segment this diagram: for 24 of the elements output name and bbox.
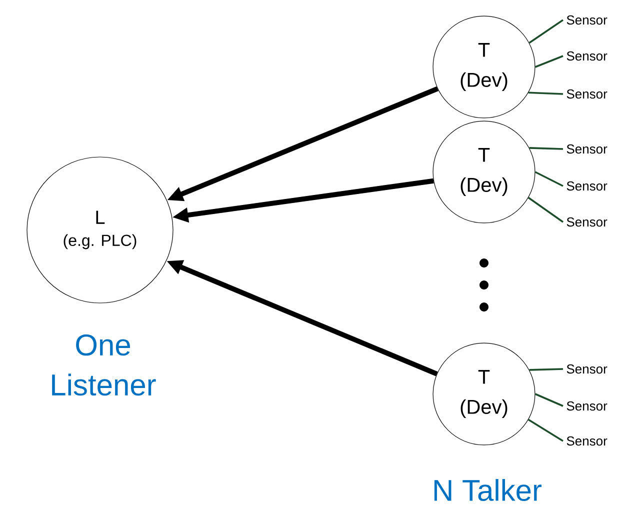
sensor-label: Sensor	[566, 144, 608, 154]
sensor-label: Sensor	[566, 217, 608, 227]
connector-line	[534, 393, 564, 407]
connector-line	[528, 196, 564, 223]
sensor-label: Sensor	[566, 89, 608, 99]
connector-line	[528, 92, 564, 95]
sensor-label: Sensor	[566, 15, 608, 25]
connector-line	[529, 147, 564, 150]
circle-node: T (Dev)	[432, 120, 536, 224]
connector-line	[528, 19, 564, 44]
circle-node: L (e.g. PLC)	[26, 156, 174, 304]
sensor-label: Sensor	[566, 51, 608, 61]
sensor-label: Sensor	[566, 181, 608, 191]
circle-node: T (Dev)	[432, 16, 536, 118]
circle-node: T (Dev)	[432, 342, 536, 446]
group-label: N Talker	[434, 478, 542, 502]
connector-line	[534, 171, 564, 187]
sensor-label: Sensor	[566, 364, 608, 374]
connector-line	[528, 418, 564, 442]
connector-line	[534, 55, 564, 68]
connector-line	[529, 368, 564, 371]
sensor-label: Sensor	[566, 401, 608, 411]
sensor-label: Sensor	[566, 436, 608, 446]
node-label: One Listener	[52, 334, 156, 396]
